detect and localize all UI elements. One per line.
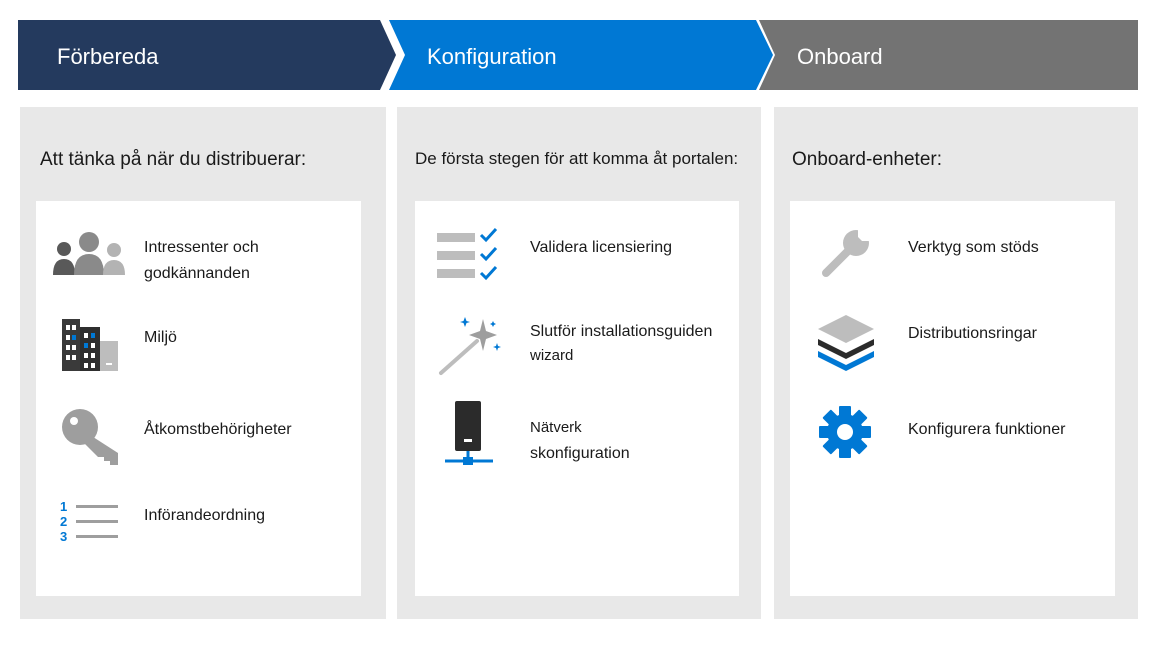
stage-label-prepare: Förbereda (57, 44, 159, 69)
numbered-list-icon: 1 2 3 (60, 499, 118, 543)
network-device-icon (445, 401, 493, 465)
item-label-line1: Slutför installationsguiden (530, 323, 713, 340)
list-item-features: Konfigurera funktioner (790, 405, 1115, 475)
stage-2-shape (389, 20, 773, 90)
panel-prepare: Att tänka på när du distribuerar: Intres… (20, 107, 386, 619)
stage-3-shape (759, 20, 1138, 90)
layers-icon (818, 315, 874, 371)
stage-1-shape (18, 20, 396, 90)
item-label-line1: Åtkomstbehörigheter (144, 421, 292, 438)
svg-text:2: 2 (60, 514, 67, 529)
list-item-access: Åtkomstbehörigheter (36, 407, 361, 477)
people-icon (53, 232, 125, 275)
panel-onboard: Onboard-enheter: Verktyg som stöds Distr… (774, 107, 1138, 619)
svg-text:3: 3 (60, 529, 67, 543)
item-label-line1: Miljö (144, 329, 177, 346)
chevron-bar (18, 20, 1138, 90)
item-label-line2: wizard (530, 347, 574, 364)
item-label-line1: Införandeordning (144, 507, 265, 524)
list-item-environment: Miljö (36, 319, 361, 389)
list-item-setup-wizard: Slutför installationsguiden wizard (415, 313, 739, 383)
list-item-rollout-order: 1 2 3 Införandeordning (36, 499, 361, 569)
magic-wand-icon (439, 317, 501, 375)
list-item-tools: Verktyg som stöds (790, 227, 1115, 297)
key-icon (62, 409, 118, 465)
panel-heading: Att tänka på när du distribuerar: (40, 149, 307, 170)
item-label-line1: Intressenter och (144, 239, 259, 256)
item-label-line1: Nätverk (530, 419, 582, 436)
item-label-line1: Validera licensiering (530, 239, 672, 256)
panel-heading: De första stegen för att komma åt portal… (415, 149, 739, 168)
card-configure: Validera licensiering Slutför installati… (415, 201, 739, 596)
wrench-icon (822, 227, 872, 277)
item-label-line1: Konfigurera funktioner (908, 421, 1066, 438)
svg-text:1: 1 (60, 499, 67, 514)
panel-heading: Onboard-enheter: (792, 149, 942, 170)
checklist-icon (437, 227, 498, 281)
buildings-icon (62, 319, 118, 371)
item-label-line1: Distributionsringar (908, 325, 1037, 342)
gear-icon (819, 406, 871, 458)
stage-chevrons: Förbereda Konfiguration Onboard (0, 0, 1152, 110)
item-label-line2: skonfiguration (530, 445, 630, 462)
stage-label-configure: Konfiguration (427, 44, 557, 69)
list-item-stakeholders: Intressenter och godkännanden (36, 231, 361, 301)
card-prepare: Intressenter och godkännanden Miljö (36, 201, 361, 596)
panel-configure: De första stegen för att komma åt portal… (397, 107, 761, 619)
stage-label-onboard: Onboard (797, 44, 883, 69)
list-item-network: Nätverk skonfiguration (415, 401, 739, 471)
list-item-rings: Distributionsringar (790, 313, 1115, 383)
card-onboard: Verktyg som stöds Distributionsringar (790, 201, 1115, 596)
item-label-line2: godkännanden (144, 265, 250, 282)
list-item-licensing: Validera licensiering (415, 227, 739, 297)
item-label-line1: Verktyg som stöds (908, 239, 1039, 256)
